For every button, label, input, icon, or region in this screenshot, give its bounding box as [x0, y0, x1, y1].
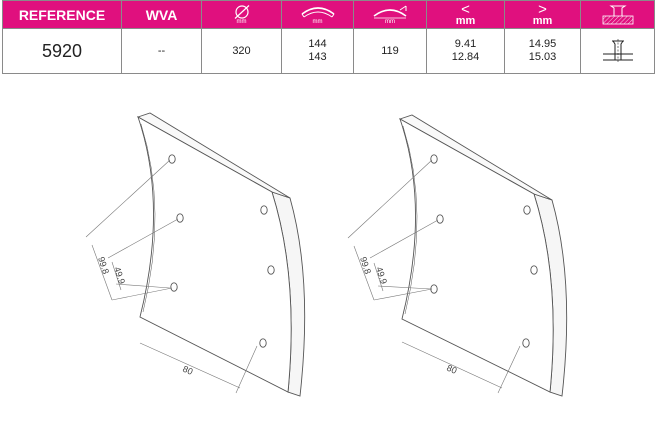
diameter-icon	[234, 5, 249, 19]
lining-thickness-unit: mm	[385, 19, 395, 25]
lining-width-unit: mm	[312, 19, 323, 25]
spec-table: REFERENCE WVA mm mm mm	[2, 0, 655, 74]
diameter-unit: mm	[236, 19, 247, 25]
rivet-icon	[602, 5, 633, 24]
header-reference: REFERENCE	[2, 0, 122, 29]
min-value: 9.41 12.84	[426, 28, 505, 74]
header-wva: WVA	[121, 0, 202, 29]
reference-value: 5920	[2, 28, 122, 74]
header-max: > mm	[504, 0, 581, 29]
max-symbol: >	[538, 0, 547, 18]
data-row: 5920 -- 320 144 143 119 9.41 12.84 14.95…	[2, 28, 655, 74]
min-symbol: <	[461, 0, 470, 18]
lining-width-value-2: 143	[308, 51, 327, 63]
header-rivet	[580, 0, 655, 29]
rivet-profile-cell	[580, 28, 655, 74]
lining-drawing-right: 99.8 49.9 80	[347, 114, 568, 397]
rivet-profile-icon	[602, 39, 633, 63]
right-dim-3: 80	[445, 363, 458, 376]
header-lining-thickness: mm	[353, 0, 427, 29]
lining-drawing-left: 99.8 49.9 80	[85, 112, 306, 397]
header-row: REFERENCE WVA mm mm mm	[2, 0, 655, 29]
min-value-1: 9.41	[454, 38, 477, 50]
lining-thickness-icon	[373, 5, 407, 19]
diameter-value: 320	[201, 28, 282, 74]
left-dim-1: 99.8	[96, 256, 111, 276]
min-unit: mm	[455, 14, 476, 27]
header-min: < mm	[426, 0, 505, 29]
lining-width-value: 144 143	[281, 28, 354, 74]
header-diameter: mm	[201, 0, 282, 29]
right-dim-1: 99.8	[358, 256, 373, 276]
wva-value: --	[121, 28, 202, 74]
min-value-2: 12.84	[451, 51, 480, 63]
max-unit: mm	[532, 14, 553, 27]
max-value-2: 15.03	[528, 51, 557, 63]
left-dim-2: 49.9	[112, 266, 127, 286]
max-value-1: 14.95	[528, 38, 557, 50]
brake-lining-drawings: 99.8 49.9 80 99.8 49.9 80	[85, 112, 568, 397]
right-dim-2: 49.9	[374, 266, 389, 286]
lining-width-icon	[301, 7, 334, 18]
max-value: 14.95 15.03	[504, 28, 581, 74]
lining-width-value-1: 144	[308, 38, 327, 50]
left-dim-3: 80	[181, 364, 194, 377]
header-lining-width: mm	[281, 0, 354, 29]
lining-thickness-value: 119	[353, 28, 427, 74]
